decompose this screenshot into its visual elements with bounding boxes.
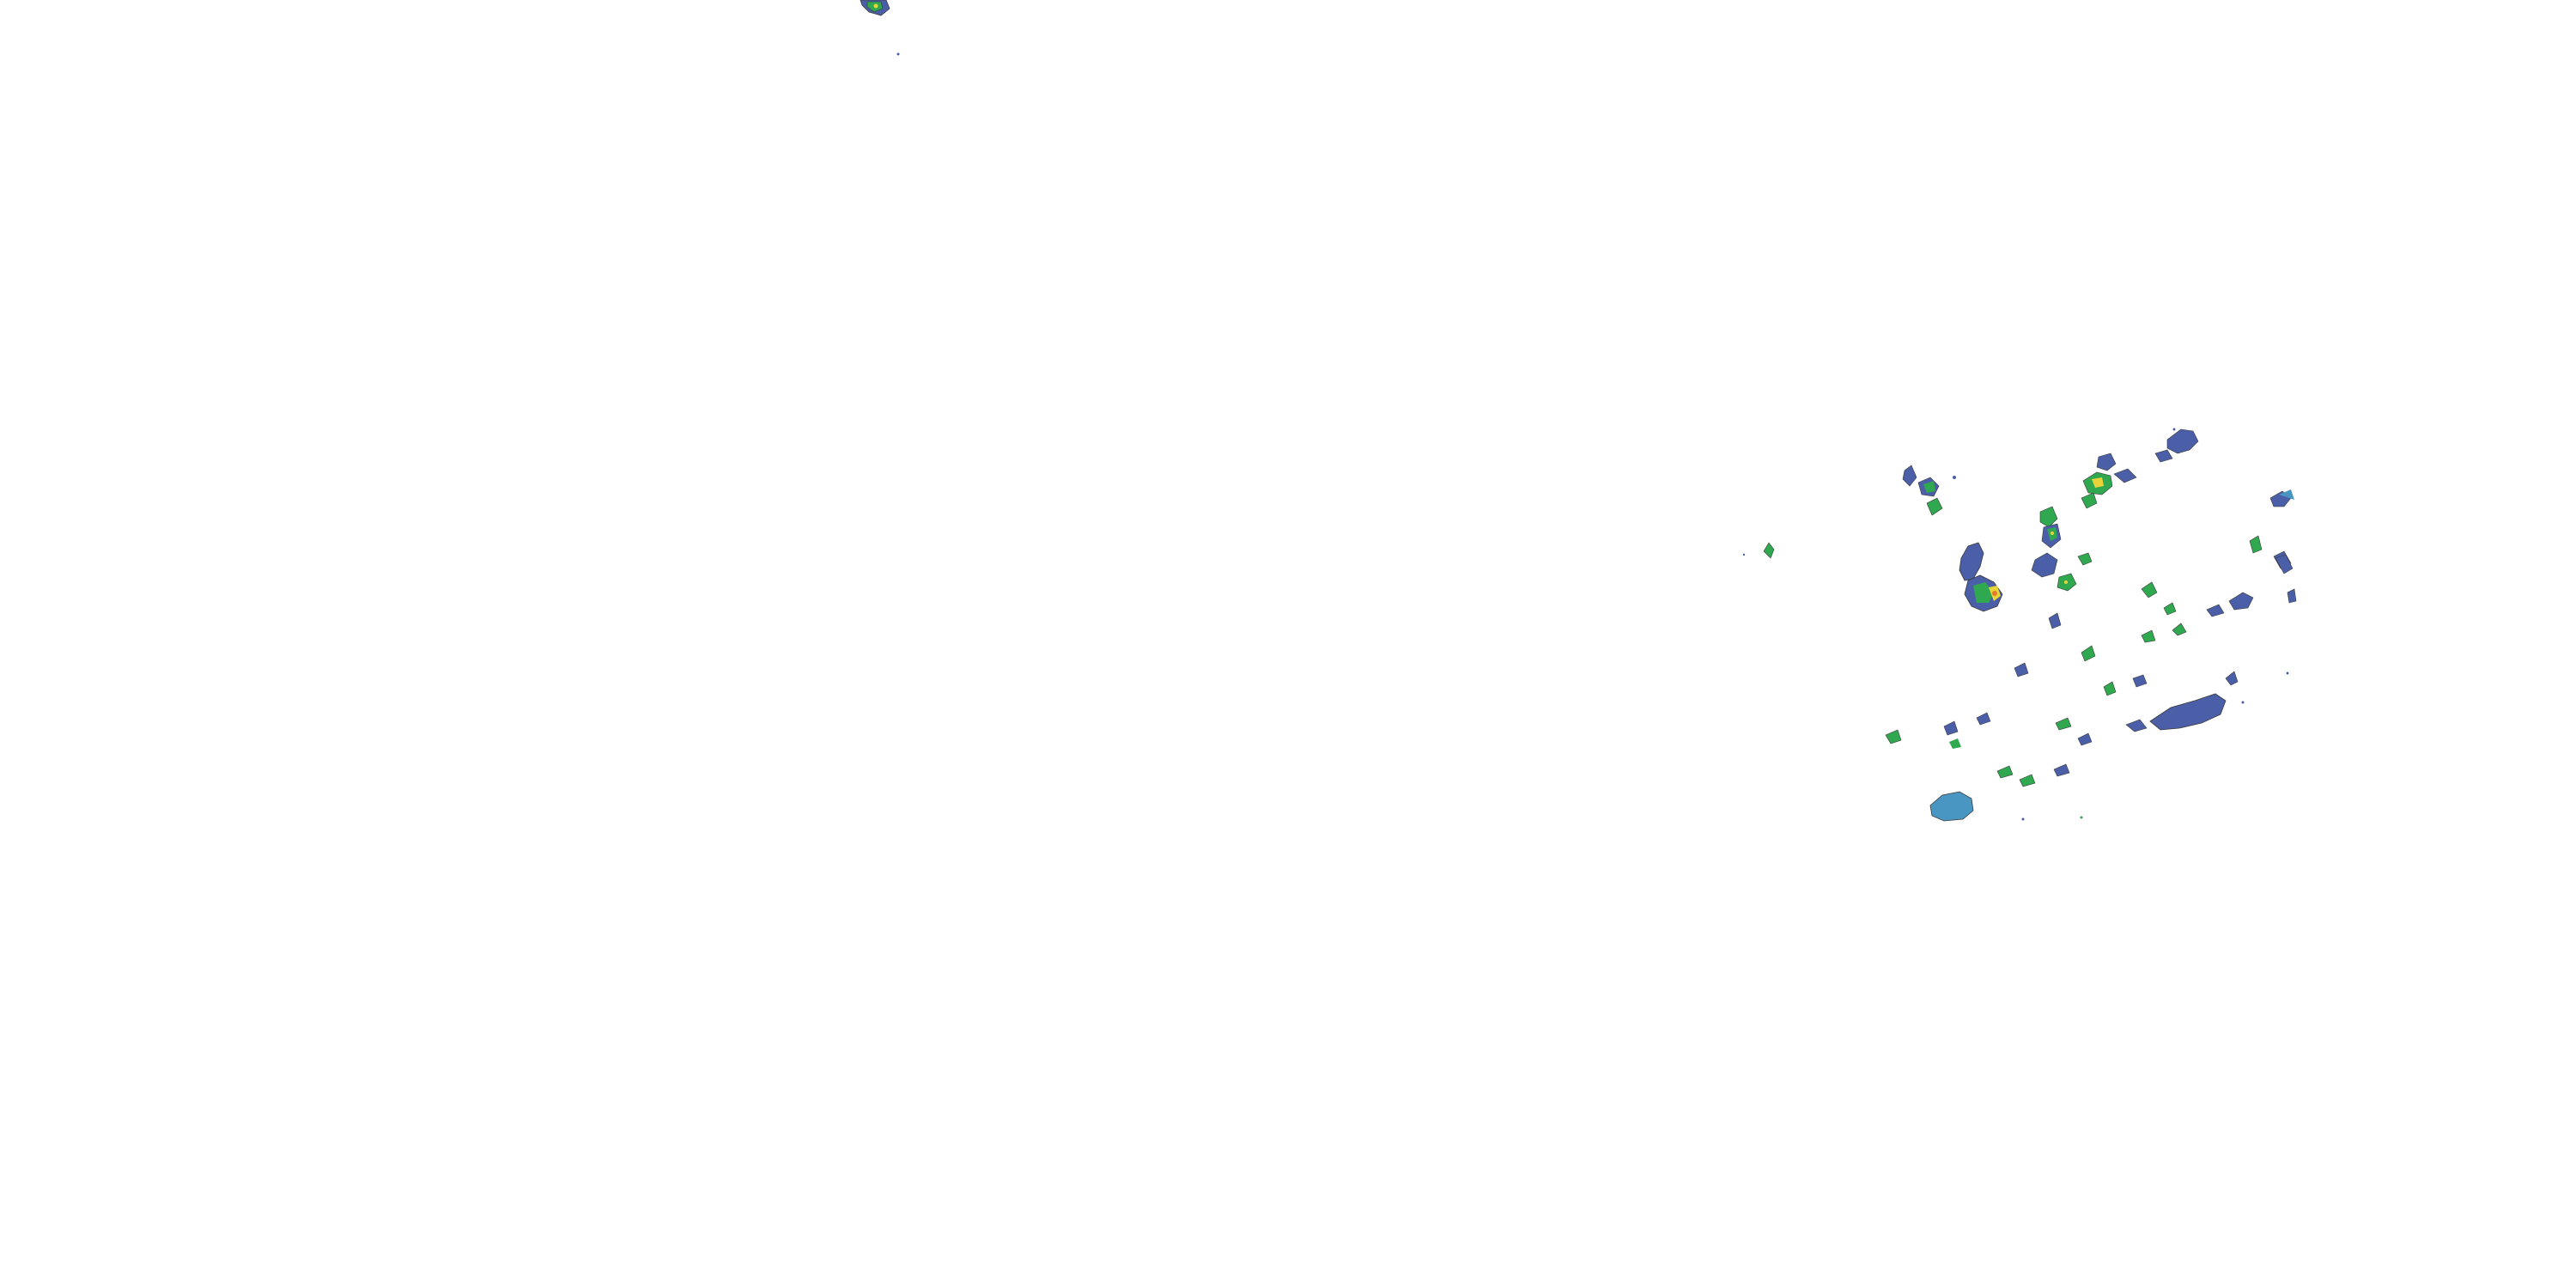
precip-cell [1992, 591, 1997, 596]
precip-cell [2125, 719, 2148, 732]
precip-cell [2048, 612, 2062, 629]
precip-cell [2039, 506, 2058, 528]
precip-cell [2206, 604, 2225, 617]
precip-cell [2154, 449, 2173, 463]
precip-cell [2141, 581, 2158, 598]
precip-cell [1742, 553, 1746, 556]
precip-cell [2149, 693, 2227, 731]
precip-cell-isolated-west [1742, 542, 1775, 559]
precip-cell [2096, 453, 2117, 471]
precip-cell [2081, 492, 2098, 509]
precip-cell [1885, 729, 1902, 744]
precip-cell [2132, 674, 2148, 688]
precip-cell [2241, 701, 2245, 704]
precip-cell [2055, 717, 2072, 731]
precip-cell [2077, 552, 2093, 566]
precip-cell [2021, 817, 2025, 821]
precip-cell [1976, 712, 1991, 726]
precip-cell [2166, 428, 2199, 454]
precip-cell-cluster-north [860, 0, 900, 56]
precip-cell [2163, 602, 2177, 616]
precip-cell [2103, 681, 2117, 696]
precip-cell [2286, 671, 2289, 675]
precip-cell [2172, 623, 2187, 636]
precip-cell [2287, 588, 2297, 604]
precip-cell [2014, 662, 2029, 677]
precip-cell [1953, 476, 1956, 479]
precip-cell [1943, 720, 1959, 736]
precip-cell [2249, 535, 2263, 554]
precip-cell [2031, 552, 2058, 578]
precip-cell [1996, 765, 2014, 779]
precip-cell [1949, 738, 1961, 749]
precip-cell [1929, 791, 1974, 822]
precip-cell [873, 3, 878, 9]
precip-cell [2113, 468, 2137, 483]
precip-cell-cluster-east [1885, 428, 2297, 822]
precip-cell [2064, 580, 2068, 584]
precip-cell [2077, 732, 2093, 746]
precip-cell [1923, 481, 1935, 493]
precip-cell [2275, 554, 2293, 574]
precip-cell [1902, 465, 1917, 487]
precip-cell [2279, 489, 2294, 500]
precip-cell [2092, 477, 2104, 488]
precip-cell [1959, 542, 1984, 581]
precip-cell [2081, 645, 2096, 662]
precip-cell [2225, 671, 2239, 686]
precip-cell [1926, 497, 1943, 516]
precip-cell [896, 52, 900, 56]
precip-cell [2019, 774, 2036, 787]
precip-cell [2141, 629, 2156, 643]
precip-cell [2080, 816, 2083, 819]
precip-cell [2228, 592, 2254, 611]
precip-cell [2172, 428, 2176, 431]
precip-cell [1763, 542, 1775, 559]
precip-cell [2050, 532, 2054, 535]
precip-cell [2053, 763, 2070, 777]
